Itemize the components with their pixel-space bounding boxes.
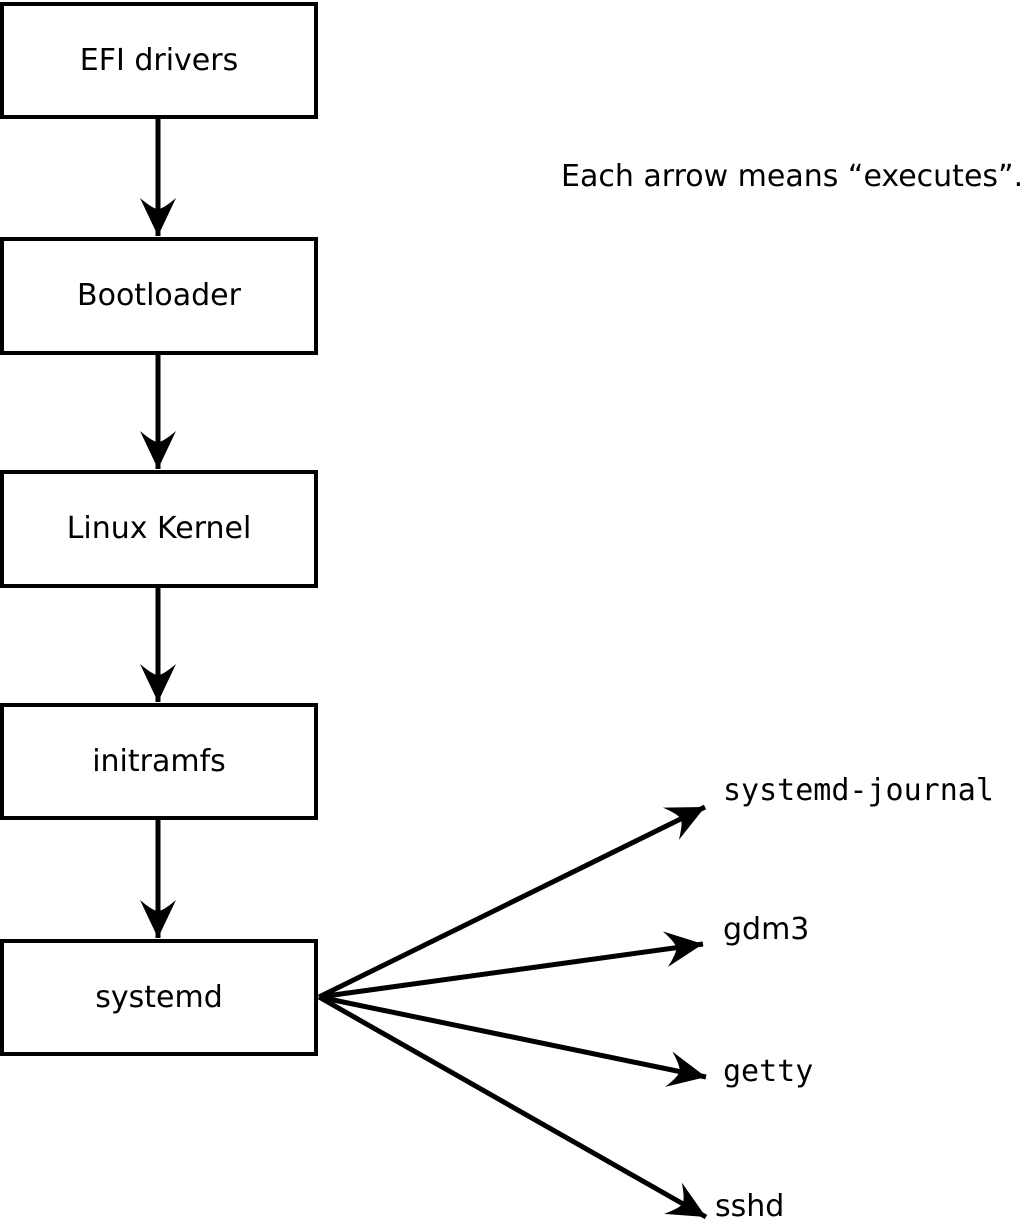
- label-gdm3: gdm3: [723, 912, 810, 947]
- box-efi-drivers-label: EFI drivers: [79, 42, 239, 78]
- box-linux-kernel: Linux Kernel: [0, 470, 318, 588]
- label-systemd-journal: systemd-journal: [723, 773, 994, 808]
- box-systemd-label: systemd: [95, 979, 223, 1015]
- box-bootloader-label: Bootloader: [77, 278, 241, 313]
- edge-systemd-to-getty: [318, 994, 707, 1087]
- label-getty: getty: [723, 1054, 814, 1089]
- edge-systemd-to-gdm3: [318, 931, 704, 1000]
- box-systemd: systemd: [0, 939, 318, 1056]
- box-initramfs: initramfs: [0, 703, 318, 820]
- arrow-meaning-note: Each arrow means “executes”.: [561, 159, 1023, 194]
- box-bootloader: Bootloader: [0, 237, 318, 355]
- label-sshd: sshd: [715, 1189, 785, 1224]
- edge-systemd-to-sshd: [317, 994, 708, 1220]
- edge-systemd-to-journal: [317, 804, 707, 1000]
- box-efi-drivers: EFI drivers: [0, 2, 318, 119]
- box-linux-kernel-label: Linux Kernel: [66, 511, 252, 546]
- box-initramfs-label: initramfs: [92, 743, 226, 779]
